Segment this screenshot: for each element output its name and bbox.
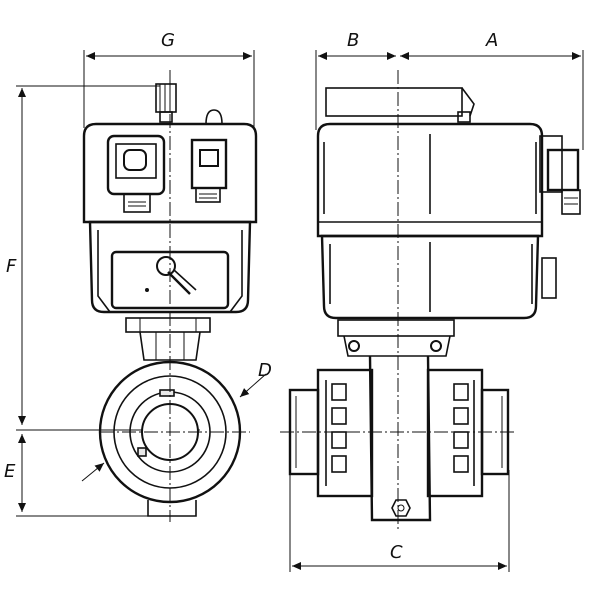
label-a: A — [485, 30, 498, 51]
label-d: D — [258, 360, 272, 381]
side-view — [288, 87, 581, 522]
dimension-f — [16, 85, 200, 431]
dimension-b — [315, 50, 396, 130]
label-f: F — [6, 256, 17, 277]
dimension-c — [289, 470, 510, 572]
label-b: B — [347, 30, 359, 51]
label-c: C — [390, 542, 403, 563]
dimension-e — [16, 434, 160, 517]
label-e: E — [4, 461, 16, 482]
label-g: G — [161, 30, 175, 51]
center-lines — [100, 70, 515, 530]
dimension-g — [83, 50, 255, 128]
dimension-d — [81, 373, 267, 482]
dimension-a — [400, 50, 584, 150]
